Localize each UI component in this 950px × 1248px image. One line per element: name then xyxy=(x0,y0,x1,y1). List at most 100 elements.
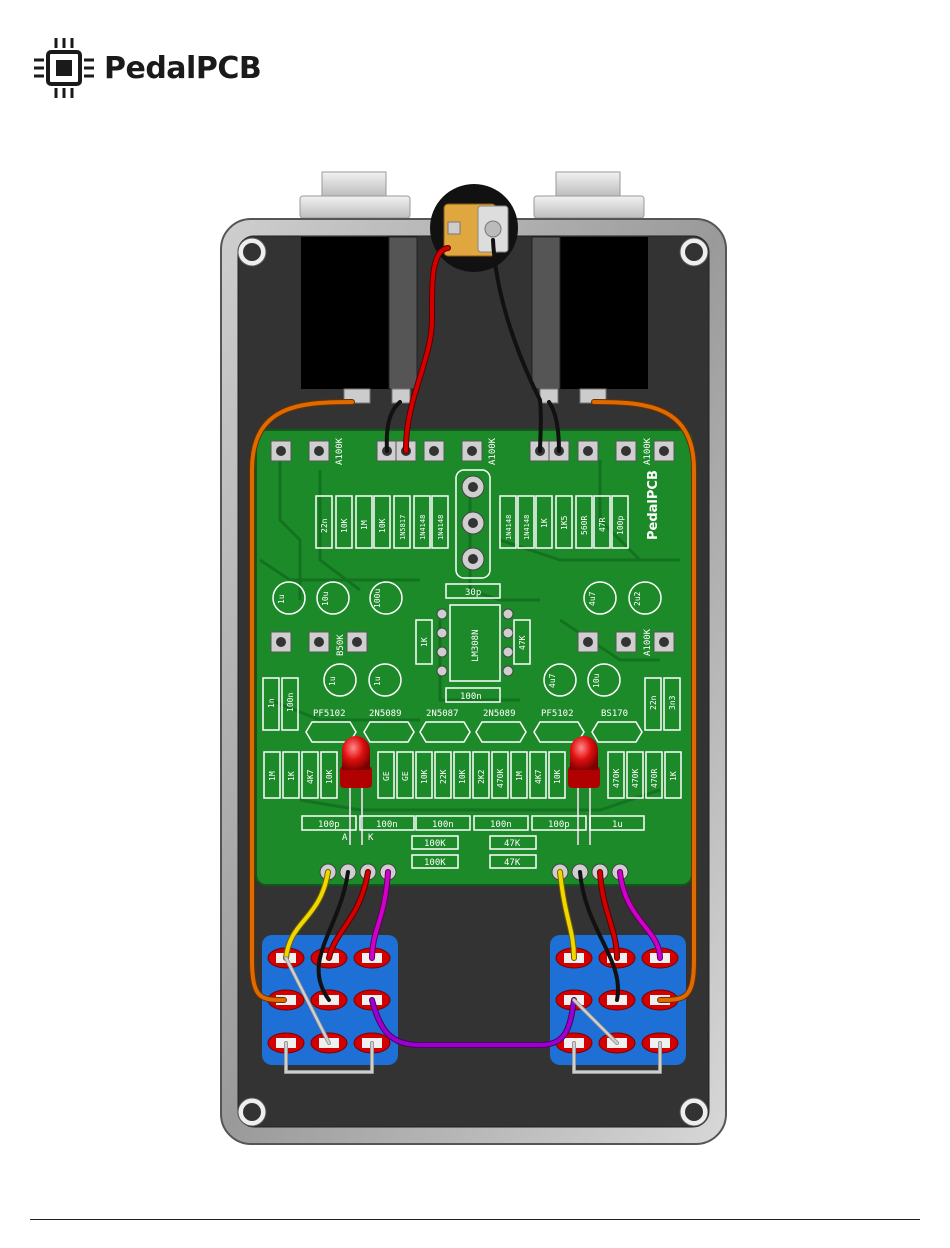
svg-text:47K: 47K xyxy=(504,839,521,849)
pot-label-3: A100K xyxy=(643,437,653,465)
svg-text:10K: 10K xyxy=(458,769,467,784)
svg-text:PF5102: PF5102 xyxy=(313,709,346,719)
svg-text:2u2: 2u2 xyxy=(633,591,642,606)
svg-text:10K: 10K xyxy=(325,769,334,784)
svg-text:2N5087: 2N5087 xyxy=(426,709,459,719)
footer-divider xyxy=(30,1219,920,1220)
svg-text:K: K xyxy=(368,833,374,843)
svg-text:10K: 10K xyxy=(553,769,562,784)
svg-text:100n: 100n xyxy=(460,692,482,702)
pot-label-1: A100K xyxy=(335,437,345,465)
svg-text:1u: 1u xyxy=(373,676,382,686)
pot-label-5: A100K xyxy=(643,628,653,656)
input-jack xyxy=(301,236,418,404)
svg-text:1M: 1M xyxy=(515,771,524,781)
svg-text:470K: 470K xyxy=(612,769,621,788)
svg-text:1N4148: 1N4148 xyxy=(505,515,513,540)
svg-text:22n: 22n xyxy=(649,695,658,710)
ic-label: LM308N xyxy=(471,629,481,662)
svg-text:1K: 1K xyxy=(669,771,678,781)
svg-text:A: A xyxy=(342,833,348,843)
svg-text:100n: 100n xyxy=(490,820,512,830)
electrolytics-row1 xyxy=(272,581,662,615)
svg-text:470K: 470K xyxy=(496,769,505,788)
svg-text:100K: 100K xyxy=(424,839,446,849)
svg-text:100p: 100p xyxy=(318,820,340,830)
svg-text:1u: 1u xyxy=(277,594,286,604)
svg-text:100n: 100n xyxy=(376,820,398,830)
pot-label-2: A100K xyxy=(488,437,498,465)
svg-text:1K: 1K xyxy=(287,771,296,781)
svg-text:10K: 10K xyxy=(340,518,349,533)
output-jack xyxy=(531,236,648,404)
svg-text:1N4148: 1N4148 xyxy=(523,515,531,540)
svg-text:BS170: BS170 xyxy=(601,709,628,719)
svg-text:4u7: 4u7 xyxy=(588,591,597,606)
svg-text:1M: 1M xyxy=(268,771,277,781)
svg-text:470K: 470K xyxy=(631,769,640,788)
top-row-labels: 22n 10K 1M 10K 1N5817 1N4148 1N4148 1N41… xyxy=(320,515,625,540)
ic-socket xyxy=(436,604,514,682)
resistor-row xyxy=(263,751,682,799)
dc-jack xyxy=(430,184,518,272)
svg-text:2N5089: 2N5089 xyxy=(483,709,516,719)
electrolytics-row1-labels: 1u 10u 100u 4u7 2u2 xyxy=(277,589,642,608)
svg-text:10K: 10K xyxy=(378,518,387,533)
svg-text:4K7: 4K7 xyxy=(306,769,315,784)
electrolytics-row2-labels: 1u 1u 4u7 10u xyxy=(328,673,601,688)
ic-side-left: 1K xyxy=(420,637,429,647)
svg-text:GE: GE xyxy=(382,771,391,781)
pcb-brand-mark: PedalPCB xyxy=(646,470,661,540)
brand-name: PedalPCB xyxy=(104,50,262,86)
svg-text:470R: 470R xyxy=(650,769,659,788)
svg-text:100p: 100p xyxy=(548,820,570,830)
svg-text:3n3: 3n3 xyxy=(668,695,677,710)
svg-text:1K5: 1K5 xyxy=(560,515,569,530)
wire-black-dc xyxy=(491,238,543,453)
wire-black-left xyxy=(316,870,350,1002)
cap-100n-center xyxy=(445,687,501,703)
svg-text:2N5089: 2N5089 xyxy=(369,709,402,719)
ic-side-right: 47K xyxy=(518,635,527,650)
svg-text:2K2: 2K2 xyxy=(477,769,486,784)
top-component-row xyxy=(315,495,629,549)
led-left xyxy=(340,736,372,845)
bottom-cap-row xyxy=(301,815,645,831)
wire-black-input xyxy=(384,400,402,453)
svg-text:100n: 100n xyxy=(286,693,295,712)
bottom-resistors xyxy=(411,835,537,869)
svg-text:1u: 1u xyxy=(612,820,623,830)
svg-text:4u7: 4u7 xyxy=(548,673,557,688)
transistor-row xyxy=(305,721,643,743)
svg-text:4K7: 4K7 xyxy=(534,769,543,784)
center-pads xyxy=(455,469,491,579)
input-jack-top xyxy=(299,171,411,219)
svg-text:1n: 1n xyxy=(267,698,276,708)
pot-pads-top xyxy=(270,440,675,462)
brand-logo: PedalPCB xyxy=(32,36,262,100)
chip-icon xyxy=(34,38,94,98)
pot-label-4: B50K xyxy=(336,634,346,656)
svg-text:100u: 100u xyxy=(373,589,382,608)
svg-text:100n: 100n xyxy=(432,820,454,830)
svg-text:1M: 1M xyxy=(360,520,369,530)
svg-text:1N4148: 1N4148 xyxy=(419,515,427,540)
svg-text:47K: 47K xyxy=(504,858,521,868)
cap-30p-label: 30p xyxy=(465,588,481,598)
led-right xyxy=(568,736,600,845)
output-jack-top xyxy=(533,171,645,219)
svg-text:100p: 100p xyxy=(616,516,625,535)
transistor-labels: PF5102 2N5089 2N5087 2N5089 PF5102 BS170 xyxy=(313,709,628,719)
svg-text:560R: 560R xyxy=(580,516,589,535)
svg-text:47R: 47R xyxy=(598,517,607,532)
wire-black-right xyxy=(578,870,621,1002)
electrolytics-row2 xyxy=(323,663,621,697)
svg-text:GE: GE xyxy=(401,771,410,781)
side-film-caps xyxy=(262,677,681,731)
svg-text:PF5102: PF5102 xyxy=(541,709,574,719)
svg-text:100K: 100K xyxy=(424,858,446,868)
svg-text:1N4148: 1N4148 xyxy=(437,515,445,540)
bottom-cap-labels: 100p 100n 100n 100n 100p 1u xyxy=(318,820,623,830)
svg-text:10K: 10K xyxy=(420,769,429,784)
